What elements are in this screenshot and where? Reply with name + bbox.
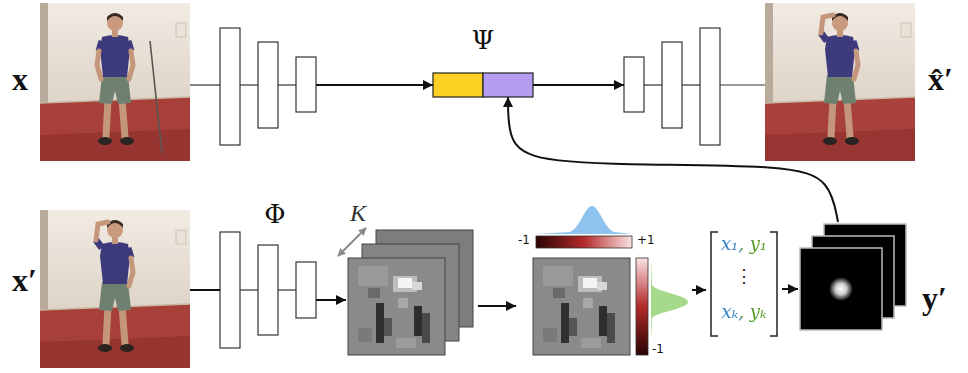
encoder-layers [278, 84, 296, 85]
ellipsis: ⋮ [735, 266, 753, 287]
vector-brackets [711, 232, 777, 336]
decoder-layers [644, 84, 662, 85]
colorbar-min: -1 [652, 343, 664, 357]
photo-target [40, 210, 190, 368]
decoder-layers [720, 84, 765, 85]
decoder-layers [700, 28, 720, 145]
variable-label: x′ [12, 262, 37, 299]
photo-target [129, 258, 133, 286]
normalized-heatmap [536, 206, 632, 234]
photo-input [40, 3, 190, 161]
photo-target [40, 210, 190, 368]
heatmap-normalization: -1 +1 -1 [516, 200, 692, 362]
gaussian-heatmap-stack [829, 277, 853, 301]
flow-arrow [316, 84, 433, 86]
latent-code: Ψ [433, 26, 533, 97]
encoder-layers [220, 28, 240, 145]
photo-generated [821, 15, 833, 33]
latent-bar [433, 73, 533, 97]
variable-label: x̂′ [928, 61, 953, 98]
function-label: Φ [264, 200, 285, 230]
photo-input [129, 51, 133, 79]
encoder-layers [296, 57, 316, 112]
latent-bar [433, 73, 483, 97]
output-image: x̂′ [624, 3, 960, 160]
depth-arrow [338, 228, 366, 256]
flow-arrow [692, 289, 706, 291]
pose-encoder-layers [296, 262, 316, 318]
coordinate-entry: xₖ, yₖ [720, 302, 769, 323]
flow-arrow [533, 84, 624, 86]
photo-generated [823, 13, 859, 145]
photo-target [96, 222, 108, 240]
flow-arrow [782, 288, 798, 290]
target-image: x′ [8, 208, 190, 368]
photo-generated [854, 51, 858, 79]
flow-arrow [316, 299, 346, 301]
encoder-layers [240, 84, 258, 85]
normalized-heatmap [533, 206, 688, 355]
pose-encoder: Φ [220, 200, 316, 357]
vector-brackets [711, 232, 718, 336]
pose-encoder-layers [258, 245, 278, 335]
photo-generated [765, 3, 915, 161]
normalized-heatmap [533, 258, 630, 355]
flow-arrow [190, 289, 220, 291]
flow-arrow [508, 97, 838, 222]
gaussian-heatmap-stack [800, 248, 882, 330]
feature-maps: K [346, 200, 478, 357]
colorbar-max: +1 [637, 234, 655, 248]
photo-target [98, 220, 134, 352]
decoder-layers [624, 57, 644, 112]
encoder-layers [190, 84, 220, 85]
normalized-heatmap [536, 236, 632, 248]
decoder-layers [682, 84, 700, 85]
vector-brackets [770, 232, 777, 336]
feature-map-stack [348, 258, 445, 355]
variable-label: x [12, 61, 28, 98]
input-image: x [8, 3, 316, 160]
gaussian-heatmap-stack [800, 224, 906, 330]
pose-encoder-layers [240, 289, 258, 290]
photo-input [40, 3, 190, 161]
channel-count: K [350, 200, 366, 228]
depth-arrow [338, 228, 366, 256]
photo-generated [765, 3, 915, 161]
function-label: Ψ [472, 26, 495, 56]
coordinate-entry: x₁, y₁ [719, 234, 769, 255]
normalized-heatmap [651, 258, 688, 340]
decoder-layers [662, 42, 682, 128]
variable-label: y′ [922, 280, 947, 317]
normalized-heatmap [636, 258, 648, 355]
decoder-layers [624, 28, 765, 145]
photo-input [98, 13, 134, 145]
pose-encoder-layers [278, 289, 296, 290]
colorbar-min: -1 [518, 234, 530, 248]
pose-encoder-layers [220, 232, 240, 348]
keypoint-vector: x₁, y₁ ⋮ xₖ, yₖ [706, 228, 782, 338]
encoder-layers [190, 28, 316, 145]
latent-bar [483, 73, 533, 97]
gaussian-heatmaps: y′ [798, 222, 958, 332]
feature-map-stack [348, 230, 473, 355]
photo-input [150, 41, 162, 153]
encoder-layers [258, 42, 278, 128]
photo-input [97, 51, 101, 79]
flow-arrow [478, 305, 516, 307]
pose-encoder-layers [220, 232, 316, 348]
